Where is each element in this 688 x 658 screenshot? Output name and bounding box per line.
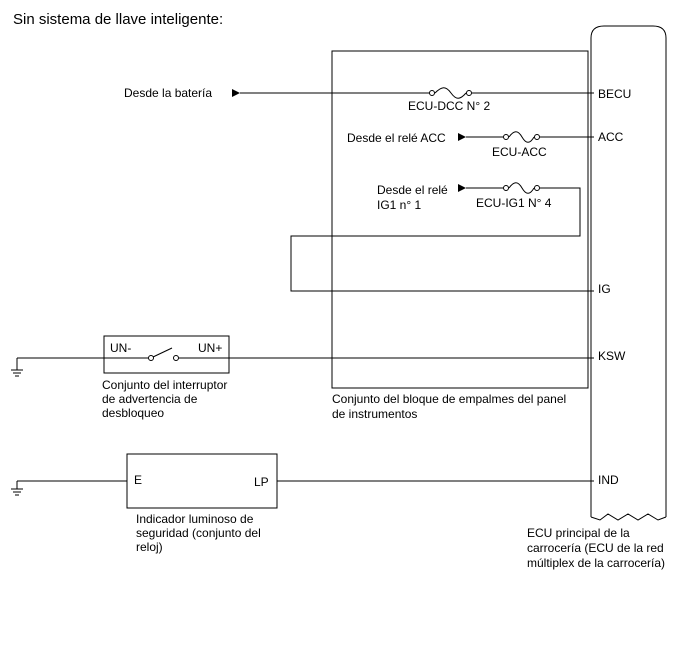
body-ecu-break-line <box>590 513 667 521</box>
indicator-caption-3: reloj) <box>136 540 163 554</box>
terminal-becu: BECU <box>598 87 631 101</box>
indicator-terminal-e: E <box>134 473 142 487</box>
ig1-relay-source-label-2: IG1 n° 1 <box>377 198 421 212</box>
unlock-warning-switch-box <box>103 335 230 374</box>
junction-block-box <box>331 50 589 389</box>
acc-arrow-icon <box>458 133 466 141</box>
switch-contact-left <box>148 355 154 361</box>
switch-contact-right <box>173 355 179 361</box>
fuse-ecu-acc-label: ECU-ACC <box>492 145 547 159</box>
body-ecu-caption-1: ECU principal de la <box>527 526 630 540</box>
switch-terminal-un-plus: UN+ <box>198 341 222 355</box>
fuse-ecu-dcc-left-terminal <box>429 90 435 96</box>
terminal-ig: IG <box>598 282 611 296</box>
fuse-ecu-acc-icon <box>508 131 535 143</box>
fuse-ecu-ig1-icon <box>508 182 535 194</box>
body-ecu-box <box>590 25 667 517</box>
indicator-terminal-lp: LP <box>254 475 269 489</box>
switch-lever-icon <box>152 347 173 358</box>
ig1-relay-source-label-1: Desde el relé <box>377 183 448 197</box>
ig-routed-wire <box>290 187 594 292</box>
junction-block-caption-1: Conjunto del bloque de empalmes del pane… <box>332 392 566 406</box>
fuse-ecu-ig1-right-terminal <box>534 185 540 191</box>
body-ecu-caption-3: múltiplex de la carrocería) <box>527 556 665 570</box>
fuse-ecu-acc-left-terminal <box>503 134 509 140</box>
junction-block-caption-2: de instrumentos <box>332 407 417 421</box>
battery-arrow-icon <box>232 89 240 97</box>
terminal-acc: ACC <box>598 130 624 144</box>
battery-source-label: Desde la batería <box>124 86 212 100</box>
fuse-ecu-dcc-label: ECU-DCC N° 2 <box>408 99 490 113</box>
ig1-arrow-icon <box>458 184 466 192</box>
terminal-ind: IND <box>598 473 619 487</box>
switch-caption-3: desbloqueo <box>102 406 164 420</box>
switch-caption-2: de advertencia de <box>102 392 198 406</box>
fuse-ecu-acc-right-terminal <box>534 134 540 140</box>
fuse-ecu-dcc-icon <box>434 87 467 99</box>
indicator-caption-2: seguridad (conjunto del <box>136 526 261 540</box>
body-ecu-caption-2: carrocería (ECU de la red <box>527 541 664 555</box>
fuse-ecu-dcc-right-terminal <box>466 90 472 96</box>
terminal-ksw: KSW <box>598 349 626 363</box>
switch-caption-1: Conjunto del interruptor <box>102 378 227 392</box>
fuse-ecu-ig1-label: ECU-IG1 N° 4 <box>476 196 552 210</box>
fuse-ecu-ig1-left-terminal <box>503 185 509 191</box>
acc-relay-source-label: Desde el relé ACC <box>347 131 446 145</box>
diagram-title: Sin sistema de llave inteligente: <box>13 11 223 28</box>
switch-terminal-un-minus: UN- <box>110 341 131 355</box>
indicator-caption-1: Indicador luminoso de <box>136 512 254 526</box>
